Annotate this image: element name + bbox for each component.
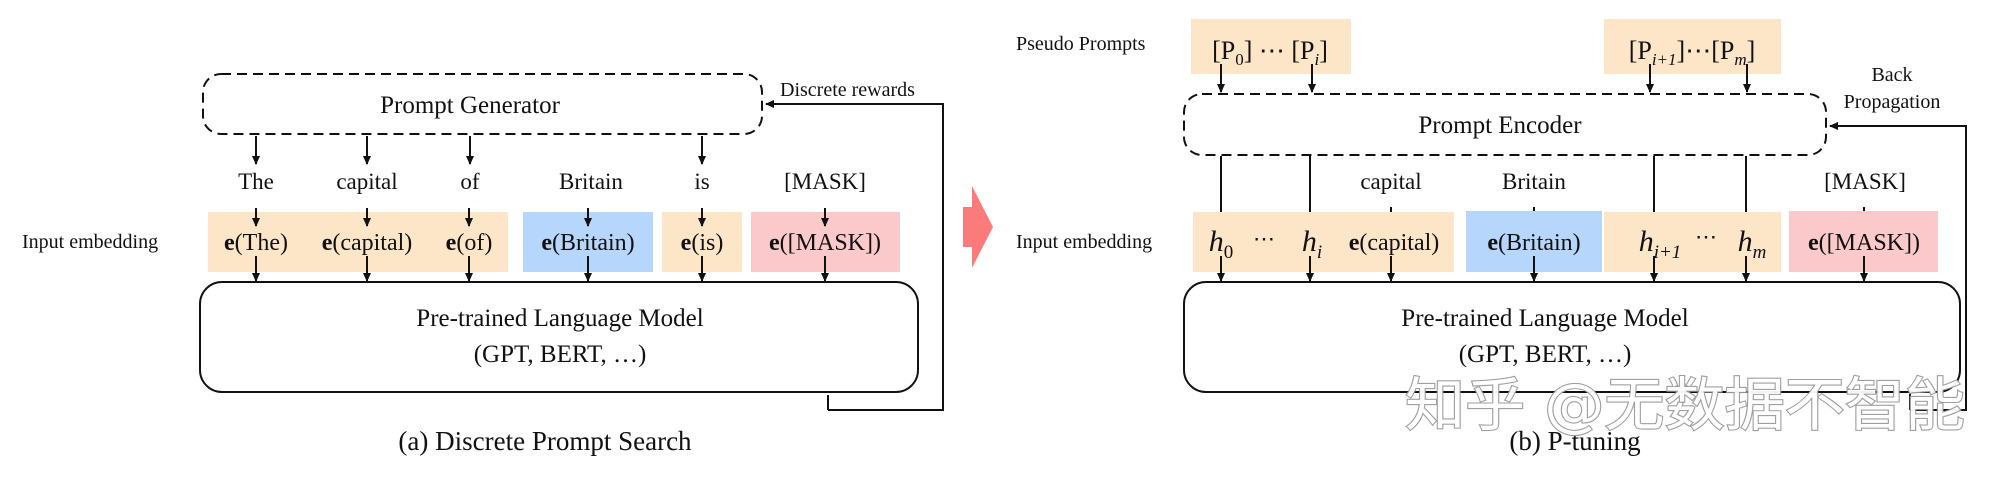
pseudo-prompt-group-1-bg: [1191, 19, 1351, 74]
back-propagation-label-line1: Back: [1871, 64, 1912, 86]
embedding-capital-b: e(capital): [1349, 230, 1440, 256]
embedding-of: e(of): [446, 230, 493, 256]
token-of: of: [460, 169, 480, 194]
token-capital: capital: [336, 169, 397, 194]
language-model-title-a: Pre-trained Language Model: [416, 305, 703, 332]
hidden-h0: h0: [1209, 225, 1234, 263]
language-model-subtitle-b: (GPT, BERT, …): [1459, 341, 1632, 368]
caption-b: (b) P-tuning: [1509, 426, 1640, 456]
hidden-hm: hm: [1738, 225, 1767, 263]
token-capital-b: capital: [1360, 169, 1421, 194]
embedding-is: e(is): [681, 230, 724, 256]
hidden-ellipsis-2: ⋯: [1695, 224, 1717, 249]
token-is: is: [694, 169, 709, 194]
token-britain: Britain: [559, 169, 623, 194]
prompt-encoder-label: Prompt Encoder: [1418, 112, 1582, 139]
hidden-hi: hi: [1302, 225, 1322, 263]
language-model-box-a: [199, 281, 919, 393]
hidden-hi1: hi+1: [1639, 225, 1682, 263]
token-britain-b: Britain: [1502, 169, 1566, 194]
watermark: 知乎 @无数据不智能: [1405, 371, 1965, 439]
token-mask-b: [MASK]: [1824, 169, 1906, 194]
caption-a: (a) Discrete Prompt Search: [398, 426, 692, 456]
embedding-the: e(The): [224, 230, 288, 256]
prompt-generator-box: [202, 73, 763, 135]
reward-feedback-line: [765, 100, 944, 411]
panel-a: Prompt Generator Discrete rewards The ca…: [22, 73, 944, 456]
embedding-bg-prompt-b2: [1604, 212, 1781, 272]
input-embedding-label-b: Input embedding: [1016, 231, 1152, 253]
prompt-encoder-box: [1183, 93, 1827, 156]
embedding-bg-prompt-b1: [1193, 212, 1454, 272]
embedding-britain: e(Britain): [541, 230, 634, 256]
prompt-generator-label: Prompt Generator: [380, 92, 560, 119]
pseudo-prompt-group-2: [Pi+1]⋯[Pm]: [1629, 36, 1756, 69]
language-model-box-b: [1183, 281, 1961, 393]
embedding-mask: e([MASK]): [769, 230, 881, 256]
token-the: The: [238, 169, 274, 194]
token-mask: [MASK]: [784, 169, 866, 194]
embedding-mask-b: e([MASK]): [1808, 230, 1920, 256]
input-embedding-label-a: Input embedding: [22, 231, 158, 253]
embedding-britain-b: e(Britain): [1487, 230, 1580, 256]
pseudo-prompt-group-2-bg: [1604, 19, 1781, 74]
transition-arrow-icon: [963, 186, 993, 268]
panel-b: Pseudo Prompts [P0] ⋯ [Pi] [Pi+1]⋯[Pm] P…: [1016, 19, 1967, 456]
discrete-rewards-label: Discrete rewards: [780, 79, 915, 101]
pseudo-prompt-group-1: [P0] ⋯ [Pi]: [1212, 36, 1328, 69]
pseudo-prompts-label: Pseudo Prompts: [1016, 33, 1146, 55]
embedding-capital: e(capital): [322, 230, 413, 256]
backprop-feedback-line: [1829, 122, 1967, 411]
hidden-ellipsis-1: ⋯: [1253, 226, 1275, 251]
language-model-subtitle-a: (GPT, BERT, …): [474, 341, 647, 368]
language-model-title-b: Pre-trained Language Model: [1401, 305, 1688, 332]
back-propagation-label-line2: Propagation: [1844, 91, 1941, 113]
